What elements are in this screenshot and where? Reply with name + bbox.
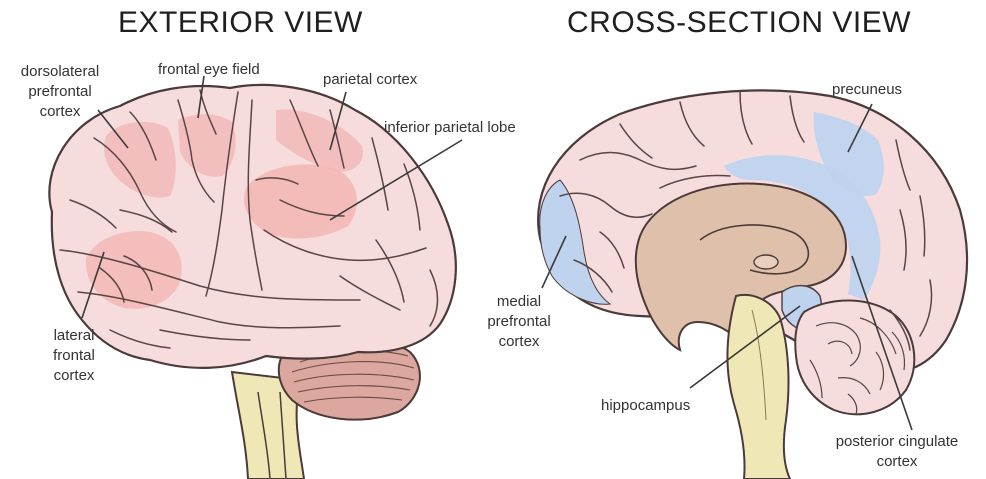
label-medial-prefrontal-cortex: medial prefrontal cortex: [474, 292, 564, 352]
label-lateral-frontal-cortex: lateral frontal cortex: [34, 326, 114, 386]
label-hippocampus: hippocampus: [601, 396, 690, 416]
label-parietal-cortex: parietal cortex: [323, 70, 417, 90]
ipl-highlight: [244, 164, 357, 238]
label-precuneus: precuneus: [832, 80, 902, 100]
label-posterior-cingulate-cortex: posterior cingulate cortex: [812, 432, 982, 472]
label-inferior-parietal-lobe: inferior parietal lobe: [384, 118, 516, 138]
cross-section-brain: [538, 90, 967, 479]
label-dlpfc: dorsolateral prefrontal cortex: [8, 62, 112, 122]
cross-brainstem: [728, 295, 791, 479]
label-frontal-eye-field: frontal eye field: [158, 60, 260, 80]
